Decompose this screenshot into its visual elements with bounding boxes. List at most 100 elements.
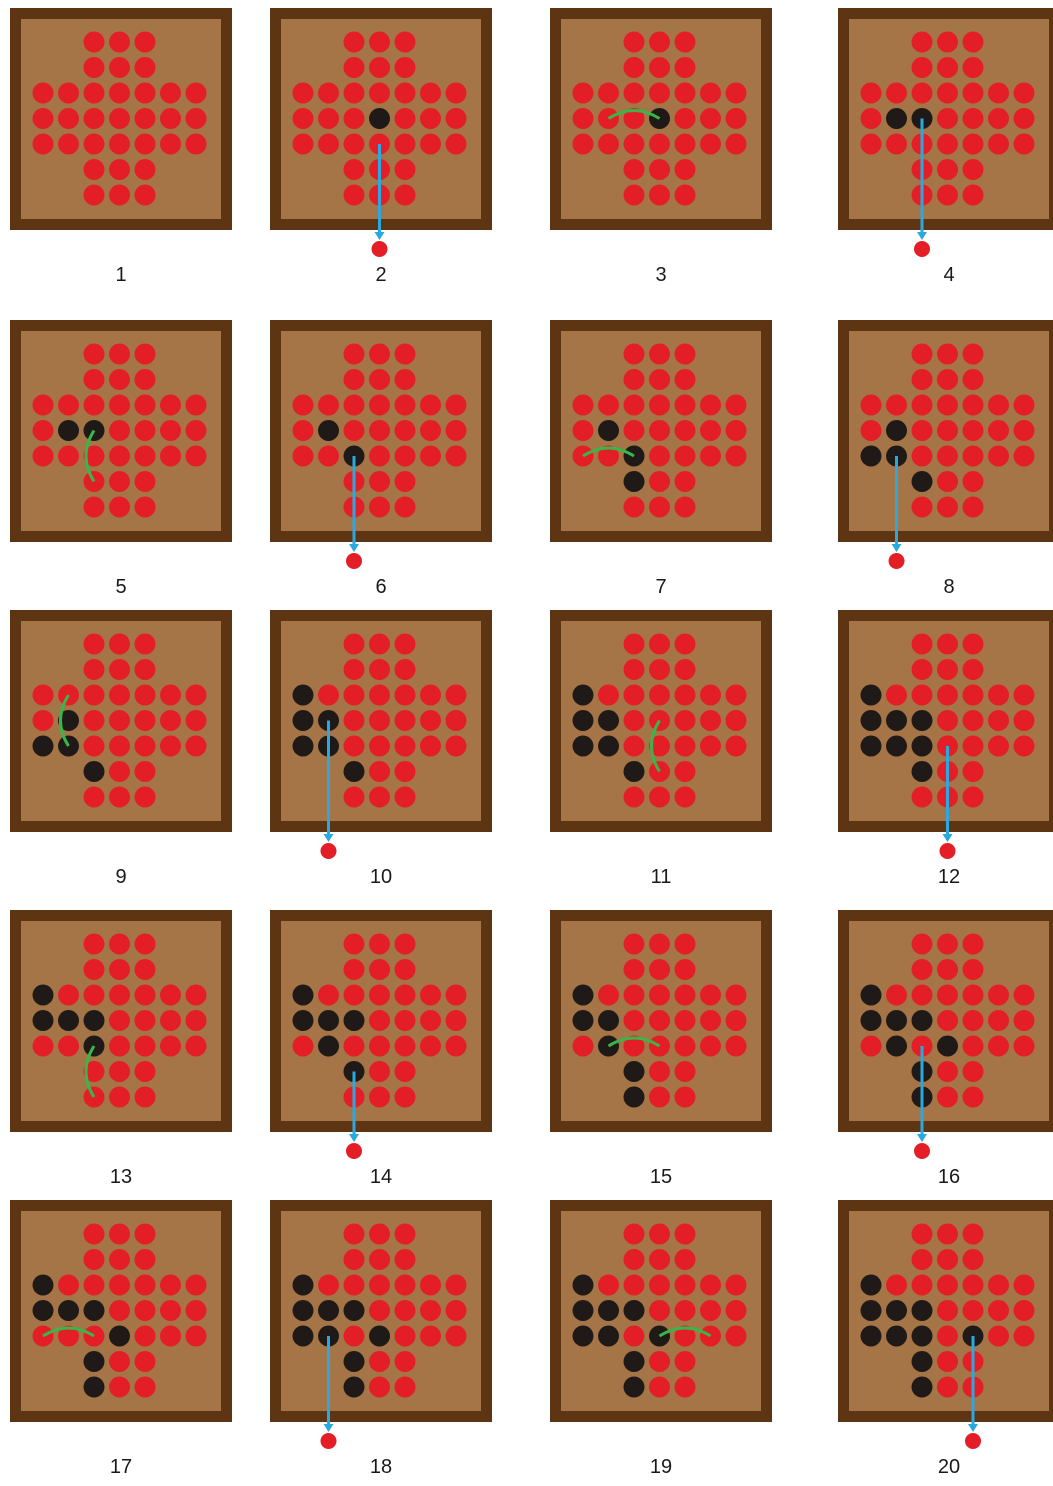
peg [446,985,467,1006]
peg [109,108,130,129]
peg [726,685,747,706]
peg [395,1377,416,1398]
peg [109,761,130,782]
peg [58,395,79,416]
peg [395,1300,416,1321]
peg [912,57,933,78]
peg [369,83,390,104]
peg [109,344,130,365]
peg [135,787,156,808]
peg [446,1010,467,1031]
peg [963,685,984,706]
peg [937,83,958,104]
peg [912,787,933,808]
peg [395,108,416,129]
game-board-step-9 [10,610,232,832]
peg [675,134,696,155]
peg [33,420,54,441]
empty-hole [861,736,882,757]
peg [369,1300,390,1321]
peg [344,1036,365,1057]
peg [700,985,721,1006]
peg [861,83,882,104]
peg [726,736,747,757]
peg [369,959,390,980]
peg [1014,134,1035,155]
peg [1014,420,1035,441]
empty-hole [861,985,882,1006]
peg [649,787,670,808]
peg [135,1010,156,1031]
peg [446,710,467,731]
peg [344,395,365,416]
empty-hole [912,1326,933,1347]
peg [109,497,130,518]
peg [160,710,181,731]
peg [344,634,365,655]
peg [649,446,670,467]
peg [726,710,747,731]
peg [700,134,721,155]
peg [912,685,933,706]
peg [649,420,670,441]
board-grid [550,610,772,872]
peg [344,959,365,980]
peg [135,497,156,518]
board-grid [10,910,232,1172]
peg [912,446,933,467]
peg [160,108,181,129]
peg [160,1275,181,1296]
game-board-step-6 [270,320,492,542]
arrow-head-icon [917,232,927,240]
peg [109,787,130,808]
peg [135,134,156,155]
empty-hole [573,1275,594,1296]
board-grid [838,910,1053,1172]
peg [160,985,181,1006]
empty-hole [912,710,933,731]
peg [369,369,390,390]
empty-hole [912,471,933,492]
peg [344,659,365,680]
peg [395,369,416,390]
peg [344,83,365,104]
step-number-label: 5 [91,576,151,599]
peg [160,395,181,416]
peg [58,108,79,129]
arrow-head-icon [324,834,334,842]
peg [135,1036,156,1057]
board-grid [838,610,1053,872]
peg [624,1275,645,1296]
board-grid [550,8,772,270]
peg [109,1351,130,1372]
peg [988,134,1009,155]
peg [649,471,670,492]
peg [33,1036,54,1057]
peg [649,1010,670,1031]
peg [675,1010,696,1031]
peg [649,1087,670,1108]
peg [135,1351,156,1372]
peg [395,134,416,155]
step-number-label: 7 [631,576,691,599]
game-board-step-16 [838,910,1053,1132]
empty-hole [624,1300,645,1321]
peg [1014,685,1035,706]
peg [937,1249,958,1270]
peg [318,985,339,1006]
peg [649,685,670,706]
peg [369,497,390,518]
empty-hole [293,985,314,1006]
peg [186,83,207,104]
peg [649,369,670,390]
peg [624,1326,645,1347]
peg [369,1249,390,1270]
peg [186,1300,207,1321]
peg [446,83,467,104]
peg [109,934,130,955]
empty-hole [886,736,907,757]
game-board-step-19 [550,1200,772,1422]
peg [135,959,156,980]
empty-hole [886,710,907,731]
peg [135,83,156,104]
